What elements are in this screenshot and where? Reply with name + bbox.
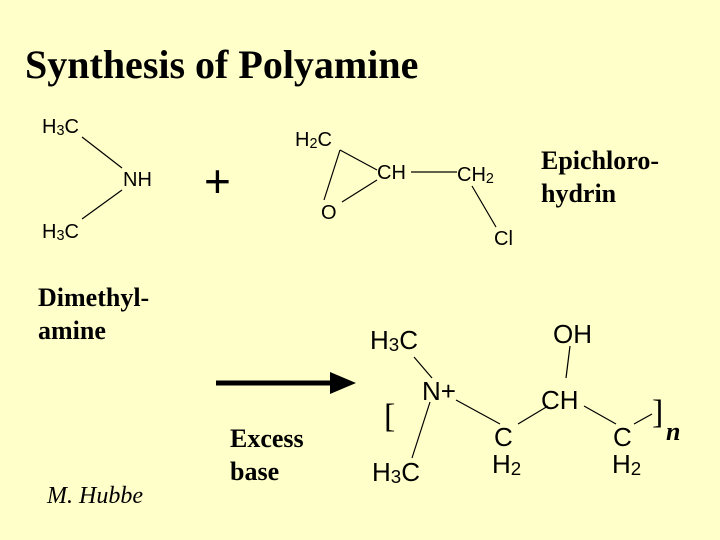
slide-title: Synthesis of Polyamine: [25, 42, 419, 87]
bond-ch3-nh-top: [81, 136, 123, 169]
product-ch: CH: [541, 385, 579, 415]
bond-n-c1: [455, 399, 501, 425]
bond-ring-ch2-o: [323, 149, 341, 201]
product-c2-h2: H2: [612, 449, 642, 480]
product-bracket-left: [: [384, 398, 396, 435]
conditions-line1: Excess: [230, 424, 304, 453]
product-bracket-right: ]: [652, 394, 664, 431]
bond-ch-c2: [583, 405, 617, 425]
reaction-arrow-group: [216, 372, 356, 394]
bond-ch3-n-top: [413, 356, 433, 379]
epi-cl: Cl: [494, 228, 513, 250]
epi-oxygen: O: [321, 202, 337, 224]
conditions-line2: base: [230, 457, 280, 486]
product-methyl-bottom: H3C: [372, 457, 420, 488]
bond-n-ch3-bottom: [411, 401, 431, 459]
product-c1: C: [494, 422, 513, 452]
reaction-arrow-head: [330, 372, 356, 394]
dma-nh: NH: [123, 169, 152, 191]
author-credit: M. Hubbe: [47, 483, 143, 509]
dma-methyl-bottom: H3C: [42, 221, 79, 244]
dma-methyl-top: H3C: [42, 116, 79, 139]
epi-name-line1: Epichloro-: [541, 146, 659, 175]
product-c1-h2: H2: [492, 449, 522, 480]
bond-c1-ch: [517, 405, 549, 425]
dma-name-line1: Dimethyl-: [38, 283, 150, 312]
plus-sign: +: [204, 155, 231, 207]
bond-nh-ch3-bottom: [81, 189, 123, 220]
dma-name-line2: amine: [38, 316, 106, 345]
bond-ring-o-ch: [341, 179, 378, 203]
product-oh: OH: [553, 319, 592, 349]
product-c2: C: [613, 422, 632, 452]
bond-ch2-cl: [471, 185, 497, 228]
epi-ring-ch2: H2C: [295, 129, 332, 152]
product-repeat-n: n: [666, 417, 681, 446]
epi-ch2: CH2: [457, 164, 494, 187]
bond-ring-ch2-ch: [339, 149, 378, 171]
bond-ch-oh: [565, 345, 571, 379]
bond-c2-bracket: [633, 413, 653, 425]
product-methyl-top: H3C: [370, 325, 418, 356]
epi-name-line2: hydrin: [541, 179, 617, 208]
epi-ch: CH: [377, 162, 406, 184]
product-n-plus: N+: [422, 376, 456, 406]
